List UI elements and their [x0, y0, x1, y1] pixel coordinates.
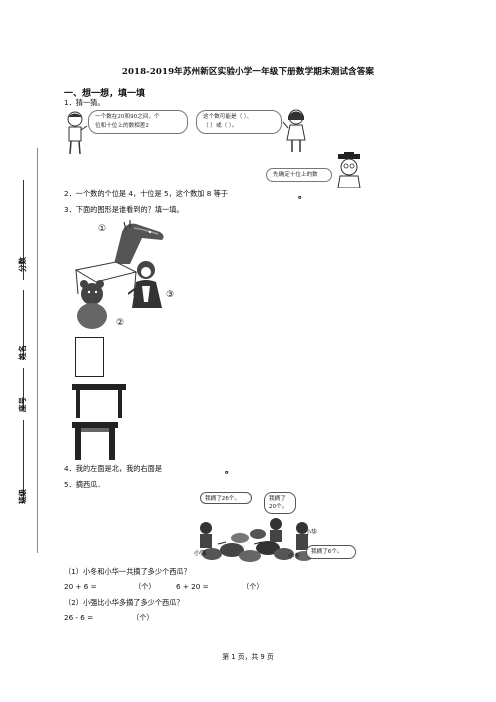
question-5-sub-2: （2）小强比小华多摘了多少个西瓜？	[64, 598, 184, 607]
table-front-view-1	[72, 384, 126, 418]
binding-line	[37, 148, 38, 553]
equation-3-unit: （个）	[132, 613, 154, 622]
question-2-label: 2．一个数的个位是 4，十位是 5，这个数加 8 等于	[64, 189, 228, 198]
gutter-underline-class	[23, 420, 24, 502]
equation-1: 20 + 6 =	[64, 582, 97, 591]
name-xiaoqiang: 小强	[194, 550, 207, 557]
monkey-figure	[128, 261, 162, 308]
question-5-sub-1: （1）小冬和小华一共摘了多少个西瓜？	[64, 567, 191, 576]
question-2-end: 。	[298, 191, 308, 201]
name-xiaohua: 小华	[305, 529, 318, 536]
equation-3: 26 - 6 =	[64, 613, 94, 622]
marker-3: ③	[166, 290, 175, 300]
marker-1: ①	[98, 224, 107, 234]
girl-figure-right	[282, 109, 306, 152]
speech-bubble-26: 我摘了26个。	[200, 492, 252, 504]
boy-figure-left	[67, 111, 88, 155]
gutter-underline-id	[23, 368, 24, 410]
speech-bubble-left: 一个数在20和90之间，个 位和十位上的数相差2	[88, 110, 188, 134]
question-4-end: 。	[225, 466, 235, 476]
gutter-label-score: 分数	[18, 257, 27, 272]
speech-bubble-6: 我摘了6个。	[306, 545, 356, 559]
equation-2: 6 + 20 =	[176, 582, 209, 591]
gutter-label-id: 座号	[18, 397, 27, 412]
equation-1-unit: （个）	[134, 582, 156, 591]
watermelon-picking-illustration	[200, 518, 313, 562]
gutter-underline-name	[23, 290, 24, 360]
speech-bubble-bottom: 先确定十位上的数	[266, 168, 332, 182]
question-5-label: 5．摘西瓜．	[64, 480, 105, 489]
name-xiaodong: 小冬	[288, 553, 301, 560]
page-footer: 第 1 页，共 9 页	[222, 653, 274, 661]
table-front-view-2	[72, 422, 118, 460]
speech-bubble-right: 这个数可能是（ ）、 （ ）或（ ）。	[196, 110, 282, 134]
question-3-label: 3．下面的图形是谁看到的？填一填。	[64, 205, 184, 214]
question-1-label: 1．猜一猜。	[64, 98, 105, 107]
doctor-figure	[337, 152, 361, 188]
marker-2: ②	[116, 318, 125, 328]
table-with-bear	[74, 261, 138, 329]
gutter-label-name: 姓名	[18, 345, 27, 360]
gutter-underline-score	[23, 180, 24, 280]
speech-bubble-20: 我摘了 20个。	[264, 492, 296, 514]
equation-2-unit: （个）	[242, 582, 264, 591]
gutter-label-class: 班级	[18, 489, 27, 504]
rectangle-view	[75, 337, 104, 377]
question-4-label: 4．我的左面是北，我的右面是	[64, 464, 163, 473]
page-title: 2018-2019年苏州新区实验小学一年级下册数学期末测试含答案	[121, 67, 375, 77]
giraffe-figure	[114, 220, 164, 264]
section-heading: 一、想一想，填一填	[64, 89, 146, 99]
